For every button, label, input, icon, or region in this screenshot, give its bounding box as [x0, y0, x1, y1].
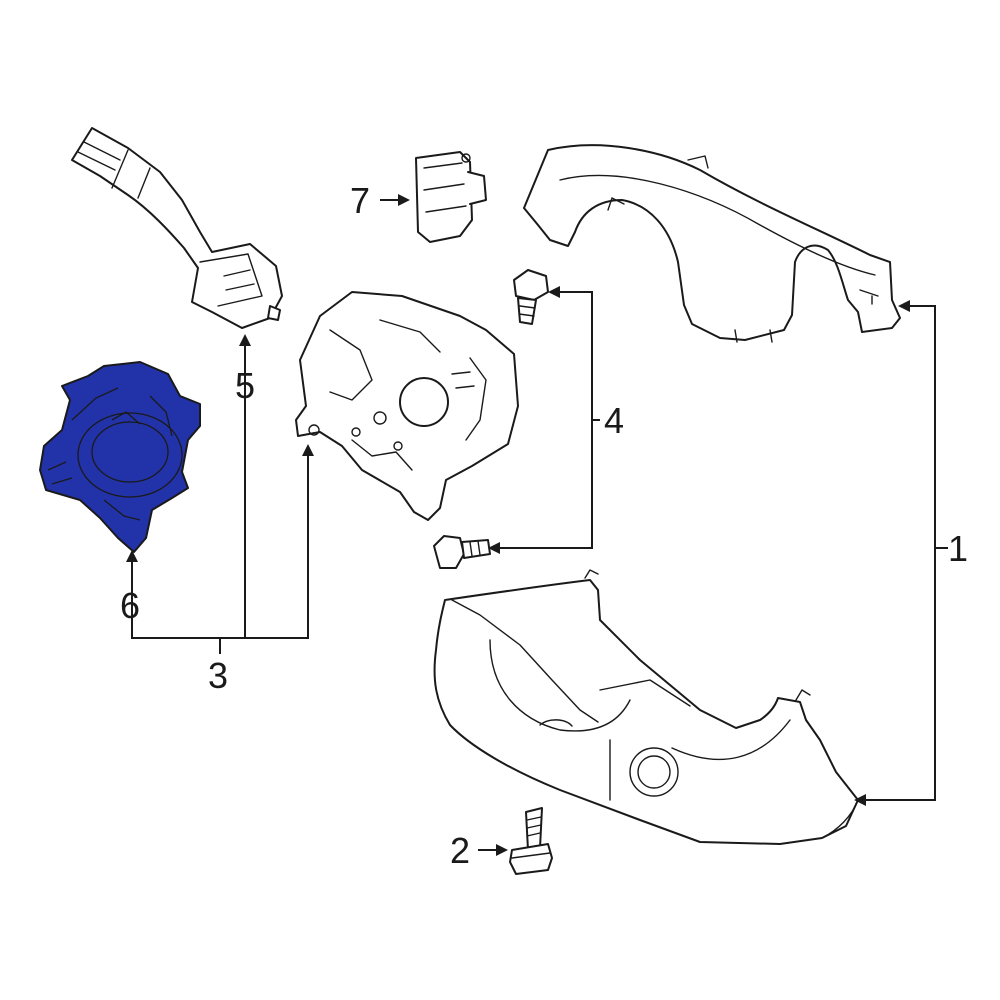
- callout-labels: 1 2 3 4 5 6 7: [120, 180, 968, 871]
- bolt-upper: [513, 269, 549, 325]
- arrowhead-switch: [398, 194, 410, 206]
- arrowhead-bolt-upper: [548, 286, 560, 298]
- stalk-switch-part-5: [71, 127, 283, 329]
- arrowhead-housing: [302, 444, 314, 456]
- callout-5: 5: [235, 365, 255, 406]
- callout-2: 2: [450, 830, 470, 871]
- callout-7: 7: [350, 180, 370, 221]
- arrowheads: [126, 194, 910, 856]
- switch-housing-part-3: [295, 291, 519, 521]
- bolt-lower: [433, 535, 491, 569]
- screw-lower: [509, 807, 553, 875]
- leader-lines: [131, 199, 948, 851]
- clock-spring-part-6: [39, 361, 201, 553]
- switch-part-7: [415, 151, 487, 243]
- arrowhead-clock-spring: [126, 550, 138, 562]
- lower-column-shroud: [433, 569, 859, 845]
- arrowhead-stalk: [239, 334, 251, 346]
- arrowhead-bolt-lower: [488, 542, 500, 554]
- arrowhead-screw: [496, 844, 508, 856]
- arrowhead-upper-shroud: [898, 300, 910, 312]
- arrowhead-lower-shroud: [854, 794, 866, 806]
- callout-4: 4: [604, 400, 624, 441]
- callout-1: 1: [948, 528, 968, 569]
- callout-6: 6: [120, 585, 140, 626]
- upper-column-shroud: [523, 144, 901, 343]
- callout-3: 3: [208, 655, 228, 696]
